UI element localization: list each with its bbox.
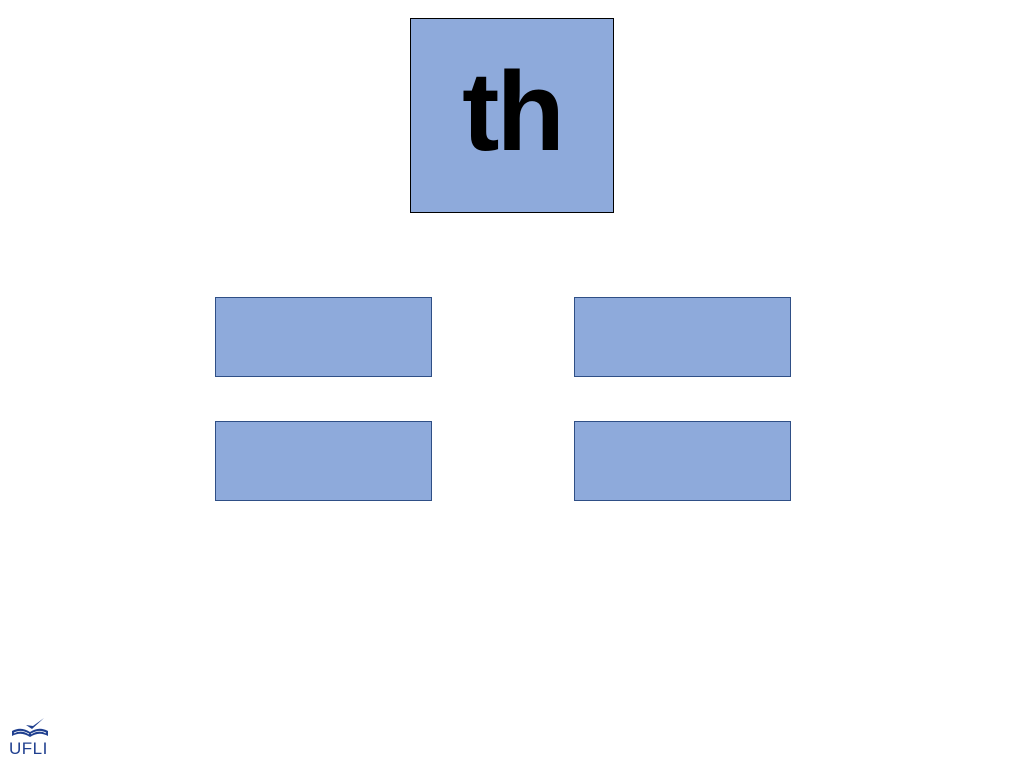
grapheme-text: th	[462, 48, 565, 174]
ufli-logo: UFLI	[8, 716, 56, 762]
answer-box-4[interactable]	[574, 421, 791, 501]
answer-box-3[interactable]	[215, 421, 432, 501]
grapheme-card: th	[410, 18, 614, 213]
answer-box-1[interactable]	[215, 297, 432, 377]
logo-text: UFLI	[9, 739, 48, 758]
answer-box-2[interactable]	[574, 297, 791, 377]
open-book-bird-logo-icon	[12, 718, 48, 737]
